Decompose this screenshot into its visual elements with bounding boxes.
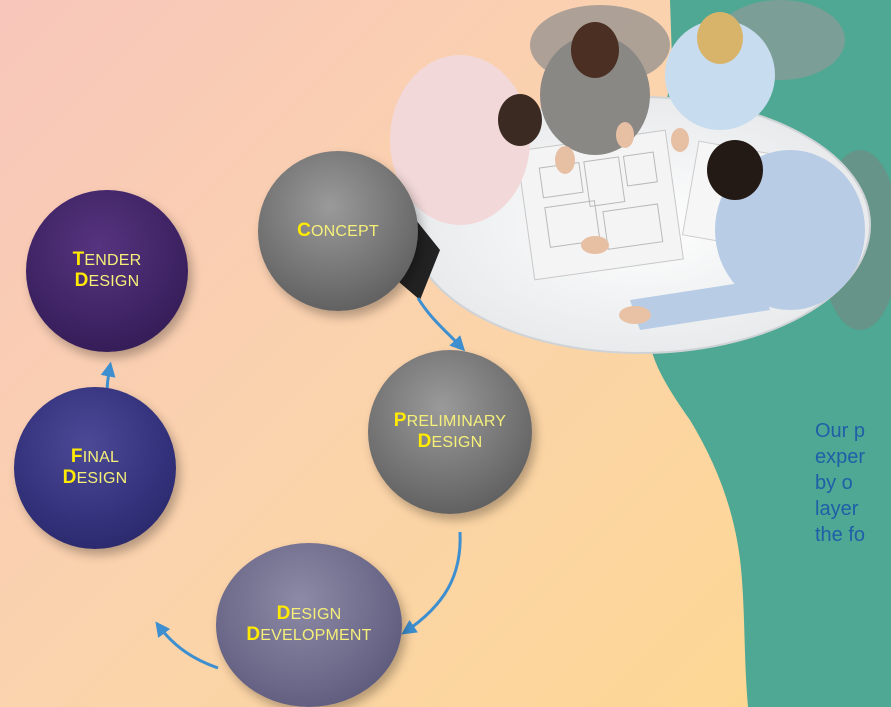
phase-design-development: Design Development bbox=[216, 543, 402, 707]
phase-concept-label: Concept bbox=[297, 219, 379, 241]
phase-development-label-line1: Design bbox=[276, 603, 342, 624]
team-meeting-photo bbox=[385, 0, 891, 354]
phase-preliminary-design: Preliminary Design bbox=[368, 350, 532, 514]
phase-final-label-line2: Design bbox=[62, 467, 128, 488]
phase-development-label-line2: Development bbox=[246, 624, 372, 645]
phase-final-label-line1: Final bbox=[70, 446, 120, 467]
phase-concept: Concept bbox=[258, 151, 418, 311]
phase-preliminary-label-line2: Design bbox=[417, 431, 483, 452]
phase-tender-label-line2: Design bbox=[74, 270, 140, 291]
phase-tender-design: Tender Design bbox=[26, 190, 188, 352]
phase-preliminary-label-line1: Preliminary bbox=[393, 410, 507, 431]
phase-tender-label-line1: Tender bbox=[72, 249, 142, 270]
phase-final-design: Final Design bbox=[14, 387, 176, 549]
description-text: Our p exper by o layer the fo bbox=[815, 420, 866, 546]
